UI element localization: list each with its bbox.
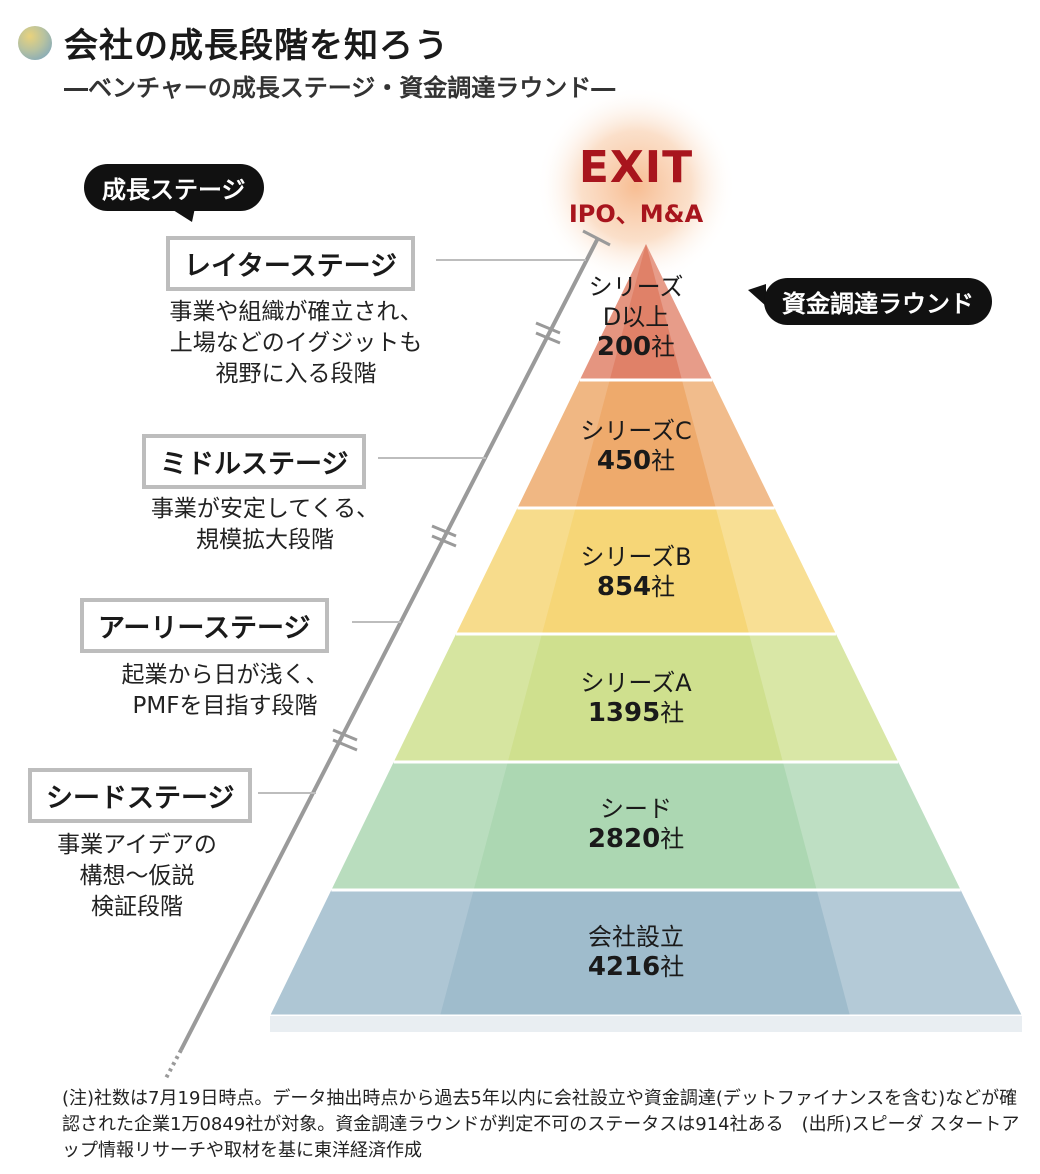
tier-name: D以上 — [602, 303, 670, 331]
pyramid-facet-left — [270, 244, 646, 1016]
tier-count: 200 — [596, 332, 652, 362]
axis-end-tick — [582, 229, 611, 247]
stage-middle-desc-line: 規模拡大段階 — [196, 527, 334, 553]
round-pill-pointer — [748, 284, 766, 306]
exit-subtitle: IPO、M&A — [568, 200, 704, 228]
tier-unit: 社 — [651, 333, 676, 361]
stage-late: レイターステージ — [166, 236, 416, 291]
stage-early-desc-line: PMFを目指す段階 — [132, 693, 318, 719]
title-bullet-icon — [18, 26, 52, 60]
tier-label-seed: シード 2820社 — [556, 794, 716, 854]
tier-count: 4216 — [587, 952, 661, 982]
axis-tick-mark — [431, 534, 457, 548]
stage-seed-desc-line: 事業アイデアの — [57, 832, 217, 858]
tier-label-incorporation: 会社設立 4216社 — [556, 922, 716, 982]
stage-early-desc: 起業から日が浅く、 PMFを目指す段階 — [80, 660, 370, 722]
pyramid-tier — [517, 380, 775, 508]
stage-late-desc-line: 上場などのイグジットも — [169, 330, 423, 356]
stage-late-desc: 事業や組織が確立され、 上場などのイグジットも 視野に入る段階 — [150, 297, 442, 390]
pyramid-base-shadow — [270, 1016, 1022, 1032]
tier-label-series-b: シリーズB 854社 — [556, 542, 716, 602]
tier-count: 450 — [596, 446, 652, 476]
stage-axis-dotted — [163, 1049, 183, 1081]
page-title: 会社の成長段階を知ろう — [64, 26, 449, 66]
stage-middle: ミドルステージ — [142, 434, 367, 489]
pyramid-tiers — [270, 244, 1022, 1016]
tier-label-series-d: シリーズ D以上 200社 — [566, 272, 706, 362]
stage-middle-desc: 事業が安定してくる、 規模拡大段階 — [120, 494, 410, 556]
exit-glow — [536, 86, 736, 286]
funding-round-pill: 資金調達ラウンド — [764, 278, 992, 325]
tier-unit: 社 — [651, 573, 676, 601]
stage-seed-desc: 事業アイデアの 構想～仮説 検証段階 — [22, 830, 252, 923]
exit-title: EXIT — [578, 142, 694, 193]
axis-tick-mark — [535, 331, 561, 345]
tier-count: 2820 — [587, 824, 661, 854]
tier-name: 会社設立 — [588, 923, 684, 951]
stage-middle-desc-line: 事業が安定してくる、 — [150, 496, 380, 522]
stage-seed: シードステージ — [28, 768, 253, 823]
tier-name: シード — [600, 795, 672, 823]
axis-tick-mark — [535, 321, 561, 335]
stage-seed-desc-line: 構想～仮説 — [79, 863, 195, 889]
tier-label-series-c: シリーズC 450社 — [556, 416, 716, 476]
pyramid-tier — [393, 634, 899, 762]
tier-label-series-a: シリーズA 1395社 — [556, 668, 716, 728]
tier-unit: 社 — [660, 699, 685, 727]
stage-axis-line — [179, 237, 600, 1051]
pyramid-tier — [456, 508, 836, 634]
tier-name: シリーズ — [588, 273, 684, 301]
axis-tick-mark — [431, 524, 457, 538]
footnote: (注)社数は7月19日時点。データ抽出時点から過去5年以内に会社設立や資金調達(… — [62, 1088, 1020, 1161]
tier-count: 854 — [596, 572, 652, 602]
pyramid-tier — [270, 890, 1022, 1016]
tier-name: シリーズC — [580, 417, 692, 445]
page-subtitle: ―ベンチャーの成長ステージ・資金調達ラウンド― — [64, 74, 616, 102]
pyramid-facets — [270, 244, 1022, 1032]
stage-early: アーリーステージ — [80, 598, 329, 653]
tier-count: 1395 — [587, 698, 661, 728]
tier-unit: 社 — [651, 447, 676, 475]
pyramid-facet-right — [646, 244, 1022, 1016]
pyramid-tier — [331, 762, 961, 890]
tier-name: シリーズA — [580, 669, 692, 697]
growth-stage-pill: 成長ステージ — [84, 164, 264, 211]
tier-unit: 社 — [660, 953, 685, 981]
pyramid-tier — [579, 244, 713, 380]
tier-unit: 社 — [660, 825, 685, 853]
stage-late-desc-line: 事業や組織が確立され、 — [169, 299, 423, 325]
axis-tick-mark — [332, 728, 358, 742]
axis-tick-mark — [332, 738, 358, 752]
stage-early-desc-line: 起業から日が浅く、 — [121, 662, 329, 688]
stage-seed-desc-line: 検証段階 — [91, 894, 183, 920]
tier-name: シリーズB — [580, 543, 692, 571]
axis-ticks — [332, 321, 561, 752]
stage-late-desc-line: 視野に入る段階 — [215, 361, 377, 387]
